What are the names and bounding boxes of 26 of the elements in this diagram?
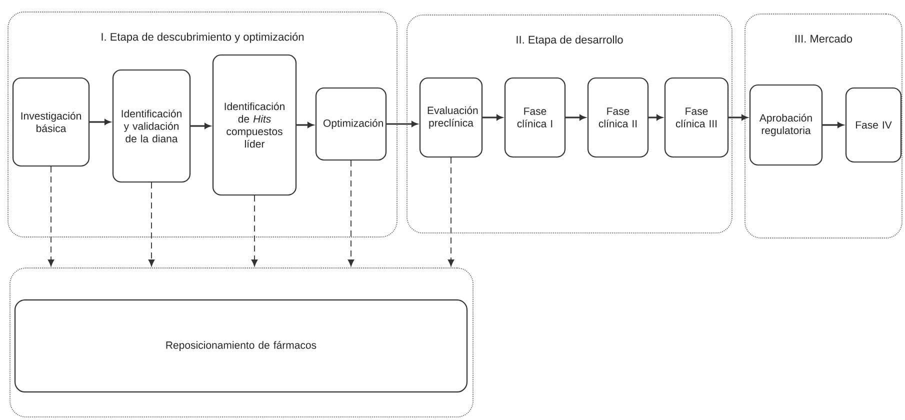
process-box: Fase clínica II <box>587 77 649 158</box>
process-box: Fase IV <box>845 87 902 163</box>
arrow <box>566 114 586 120</box>
arrow <box>90 119 110 125</box>
arrow <box>190 123 210 129</box>
arrow <box>822 122 844 128</box>
arrow <box>648 114 662 120</box>
arrow <box>728 114 748 120</box>
arrow <box>386 121 418 127</box>
process-box: Aprobación regulatoria <box>749 84 823 166</box>
arrow <box>448 157 454 266</box>
process-box: Identificación y validación de la diana <box>112 69 191 183</box>
arrow <box>148 182 155 266</box>
process-box: Investigación básica <box>12 77 90 167</box>
arrow <box>48 166 54 266</box>
arrow <box>251 195 258 266</box>
arrow <box>482 114 502 120</box>
stage-panel <box>10 268 474 418</box>
process-box: Identificación de Hits compuestos líder <box>212 54 297 196</box>
process-box: Evaluación preclínica <box>419 77 483 158</box>
process-box: Fase clínica III <box>664 77 729 158</box>
arrow <box>348 160 354 266</box>
process-box: Fase clínica I <box>504 77 566 158</box>
arrow <box>296 122 314 128</box>
process-box: Optimización <box>315 87 387 161</box>
process-box: Reposicionamiento de fármacos <box>14 299 468 393</box>
